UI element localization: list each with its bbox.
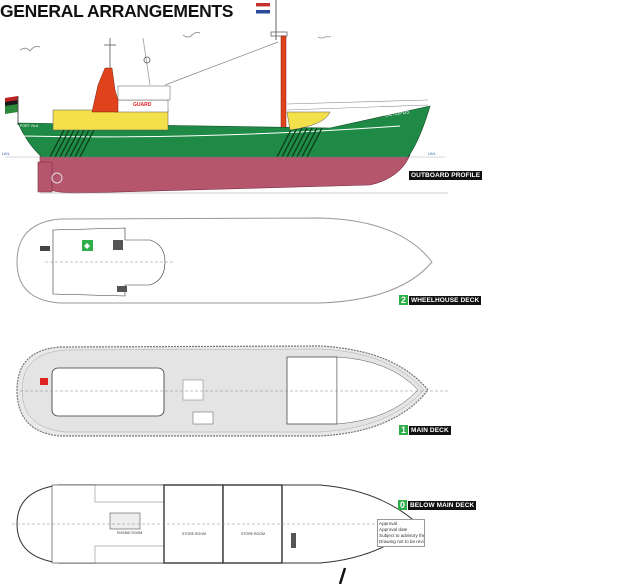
seagull-icon	[19, 46, 41, 52]
deck-number-badge: 1	[399, 425, 408, 435]
hull-antifouling	[39, 154, 411, 194]
store-room-2	[222, 484, 283, 564]
approval-line: Drawing not to be revi	[379, 539, 424, 544]
main-deck-label: 1 MAIN DECK	[399, 425, 451, 435]
deck-label-text: BELOW MAIN DECK	[408, 500, 477, 510]
seagull-icon	[182, 31, 201, 38]
approval-line: Approval date	[379, 527, 408, 532]
dutch-flag-icon	[255, 3, 271, 14]
superstructure-lower	[52, 109, 169, 131]
store-room-label-2: STORE ROOM	[241, 532, 265, 536]
funnel	[91, 67, 119, 113]
store-room-1	[163, 484, 224, 564]
approval-line: Subject to advisory the	[379, 533, 425, 538]
deck-number-badge: 0	[398, 500, 407, 510]
outboard-profile-text: OUTBOARD PROFILE	[409, 171, 483, 180]
deck-number-badge: 2	[399, 295, 408, 305]
waterline-label-right: LWL	[428, 151, 436, 156]
home-port: PORT VILA	[20, 124, 39, 128]
stern-flag-icon	[5, 96, 18, 114]
page-title: GENERAL ARRANGEMENTS	[0, 1, 234, 21]
outboard-profile-label: OUTBOARD PROFILE	[409, 171, 483, 180]
engine-room-label: ENGINE ROOM	[117, 531, 143, 535]
seagull-icon	[317, 36, 332, 39]
outboard-profile-drawing	[5, 0, 448, 194]
store-room-label-1: STORE ROOM	[182, 532, 206, 536]
wheelhouse-deck-label: 2 WHEELHOUSE DECK	[399, 295, 482, 305]
mast	[280, 35, 287, 129]
deck-label-text: MAIN DECK	[409, 425, 451, 435]
approval-line: Approval	[379, 521, 398, 526]
below-main-deck-label: 0 BELOW MAIN DECK	[398, 500, 477, 510]
approval-box: Approval Approval date Subject to adviso…	[377, 519, 425, 547]
escape-hatch-icon	[82, 240, 93, 251]
deck-label-text: WHEELHOUSE DECK	[409, 295, 482, 305]
waterline-label-left: LWL	[2, 151, 10, 156]
superstructure-text: GUARD	[133, 102, 152, 108]
